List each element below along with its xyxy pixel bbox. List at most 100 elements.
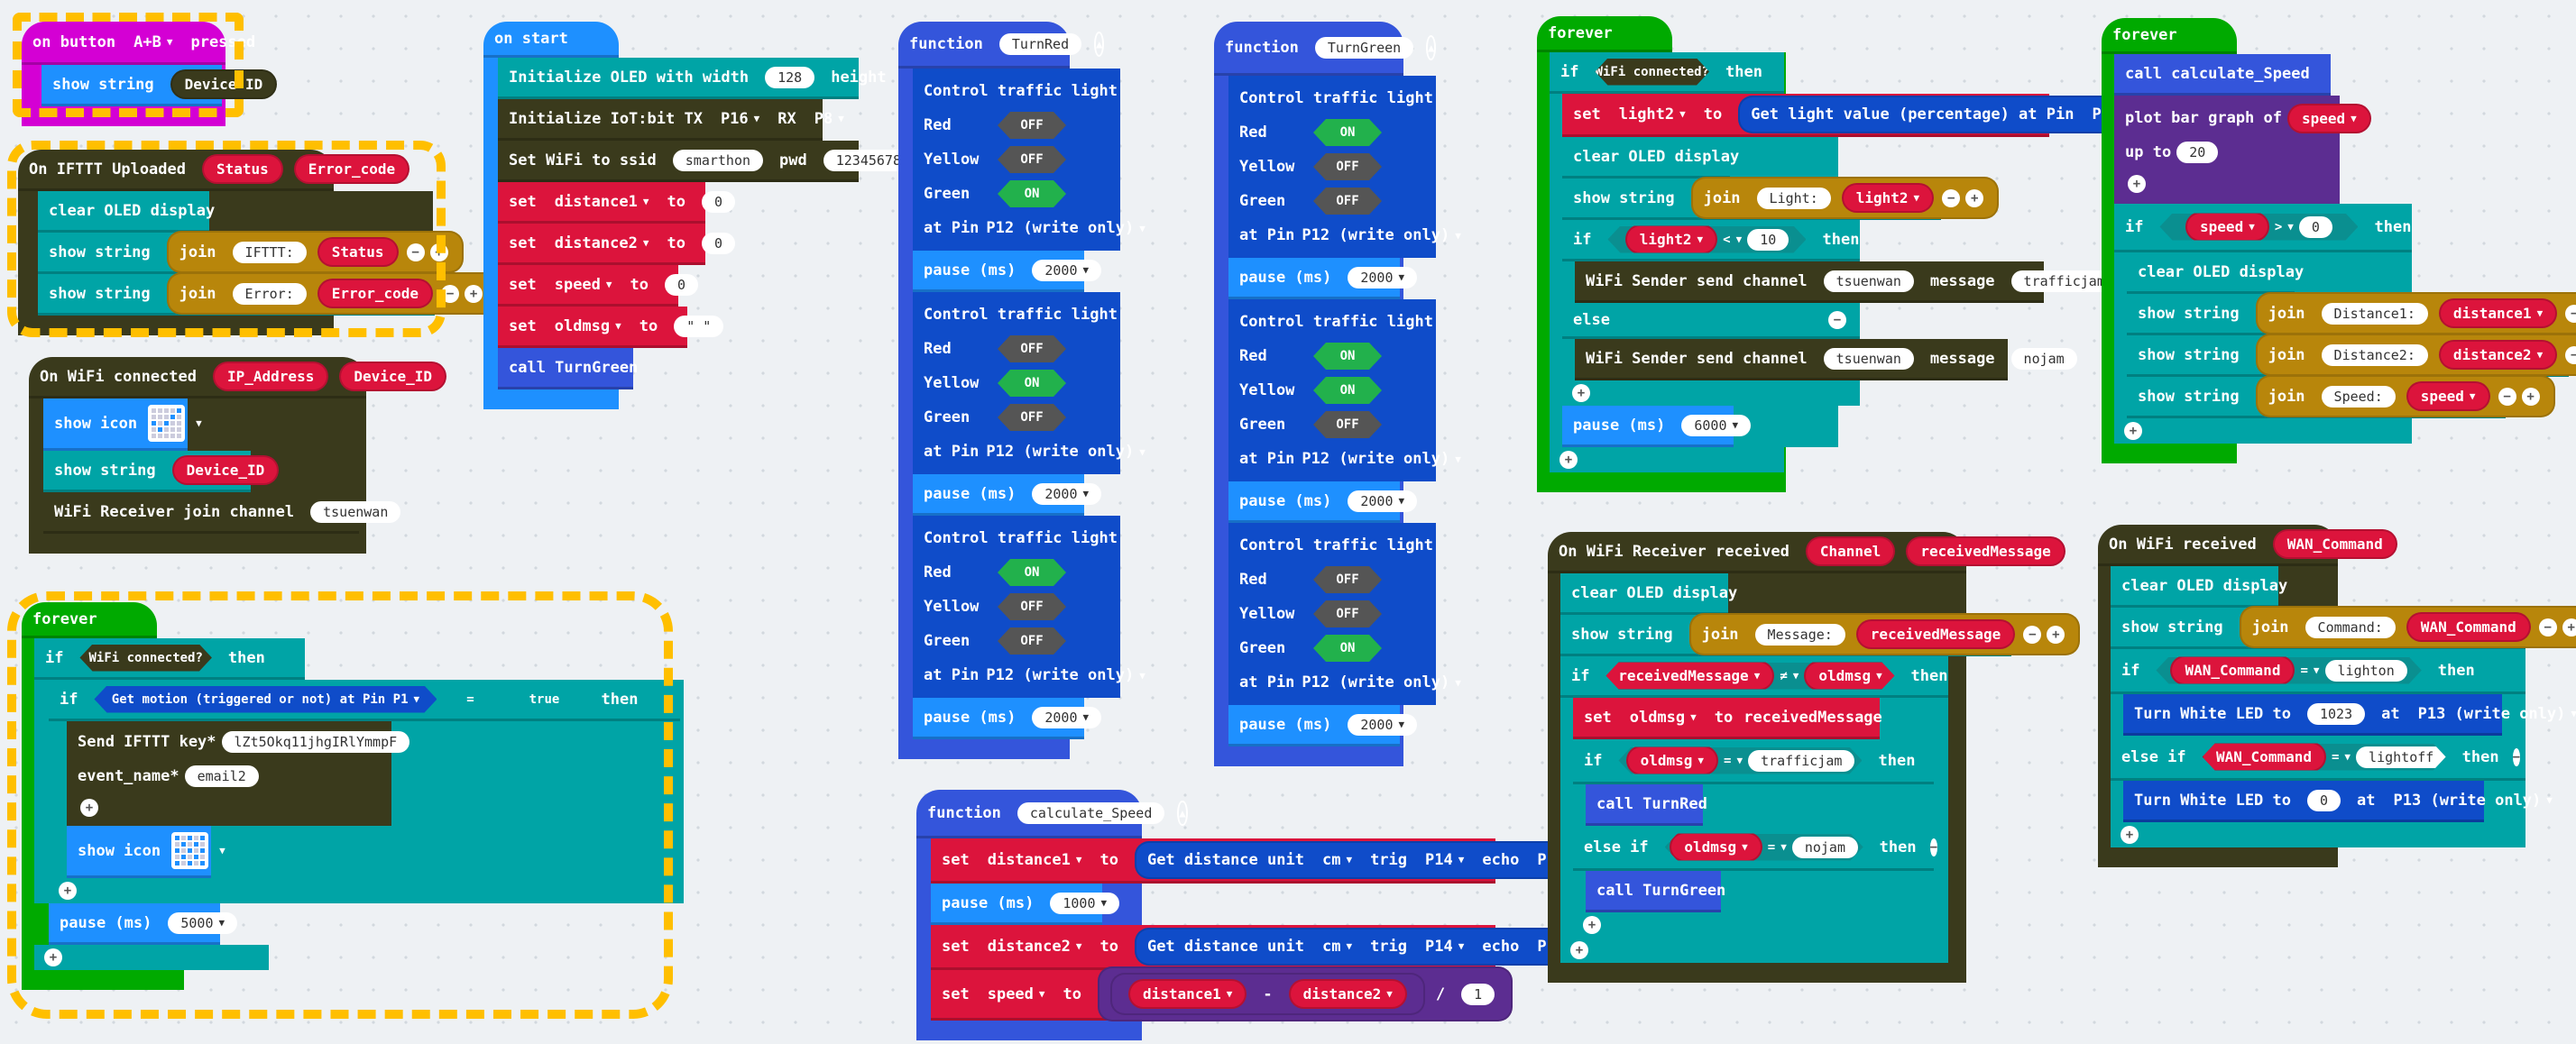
- plus-icon[interactable]: +: [2124, 422, 2142, 440]
- variable-dropdown[interactable]: distance2▼: [987, 937, 1082, 956]
- variable-dropdown[interactable]: distance2▼: [554, 234, 649, 252]
- distance1-text-input[interactable]: Distance1:: [2321, 302, 2428, 325]
- pause-block[interactable]: pause (ms)2000▼: [913, 474, 1102, 516]
- turn-led-on-block[interactable]: Turn White LED to 1023 at P13 (write onl…: [2123, 694, 2576, 736]
- wifi-connected-condition[interactable]: WiFi connected?: [1595, 59, 1709, 86]
- call-calculate-block[interactable]: call calculate_Speed: [2114, 54, 2331, 96]
- pause-block[interactable]: pause (ms)2000▼: [1228, 705, 1418, 746]
- received-message-variable[interactable]: receivedMessage: [1743, 708, 1882, 727]
- pin-dropdown[interactable]: P12 (write only)▼: [986, 443, 1145, 461]
- chevron-up-icon[interactable]: ▲: [1094, 31, 1105, 57]
- threshold-input[interactable]: 10: [1747, 229, 1789, 251]
- plus-icon[interactable]: +: [2521, 387, 2540, 406]
- greater-than-operator[interactable]: >: [2274, 219, 2283, 234]
- traffic-yellow-toggle[interactable]: OFF: [1313, 600, 1382, 627]
- error-text-input[interactable]: Error:: [232, 282, 307, 305]
- traffic-green-toggle[interactable]: OFF: [1313, 188, 1382, 215]
- set-oldmsg-block[interactable]: set oldmsg▼ to receivedMessage: [1573, 698, 1882, 739]
- device-id-reporter[interactable]: Device ID: [170, 69, 278, 99]
- equals-operator[interactable]: =: [1724, 753, 1732, 768]
- device-id-param[interactable]: Device_ID: [339, 362, 447, 391]
- plus-icon[interactable]: +: [59, 882, 77, 900]
- variable-dropdown[interactable]: distance1▼: [987, 850, 1082, 869]
- join-block[interactable]: join Command: WAN_Command −+: [2239, 606, 2576, 648]
- if-trafficjam-header[interactable]: if oldmsg▼ =▼ trafficjam then: [1573, 739, 1934, 784]
- set-wifi-block[interactable]: Set WiFi to ssid smarthon pwd 12345678: [498, 141, 914, 182]
- compare-condition[interactable]: oldmsg▼ =▼ trafficjam: [1618, 747, 1862, 774]
- variable-dropdown[interactable]: speed▼: [554, 275, 612, 294]
- pause-value-input[interactable]: 6000▼: [1681, 414, 1752, 436]
- wifi-connected-stack[interactable]: On WiFi connected IP_Address Device_ID s…: [29, 357, 447, 554]
- forever-speed-stack[interactable]: forever call calculate_Speed plot bar gr…: [2102, 18, 2576, 463]
- channel-input[interactable]: tsuenwan: [1823, 347, 1914, 370]
- turn-led-off-block[interactable]: Turn White LED to 0 at P13 (write only)▼: [2123, 781, 2553, 822]
- clear-oled-block[interactable]: clear OLED display: [2127, 252, 2304, 294]
- lightoff-input[interactable]: lightoff: [2356, 746, 2446, 768]
- show-string-message-block[interactable]: show string join Message: receivedMessag…: [1560, 613, 2081, 656]
- minus-block[interactable]: distance1▼ - distance2▼: [1110, 973, 1425, 1015]
- wifi-sender-nojam-block[interactable]: WiFi Sender send channel tsuenwan messag…: [1575, 339, 2077, 380]
- forever-hat[interactable]: forever: [2102, 18, 2237, 54]
- function-name-input[interactable]: calculate_Speed: [1017, 801, 1165, 824]
- tx-dropdown[interactable]: P16▼: [720, 109, 760, 128]
- pause-value-input[interactable]: 2000▼: [1032, 706, 1102, 728]
- command-text-input[interactable]: Command:: [2305, 616, 2396, 638]
- variable-dropdown[interactable]: distance1▼: [554, 192, 649, 211]
- join-block[interactable]: join Message: receivedMessage −+: [1688, 613, 2081, 655]
- equals-operator[interactable]: =: [1767, 839, 1776, 855]
- clear-oled-block[interactable]: clear OLED display: [1560, 573, 1737, 615]
- function-calculate-speed-stack[interactable]: function calculate_Speed ▲ set distance1…: [916, 790, 1596, 1040]
- else-row[interactable]: else −: [1562, 303, 1860, 339]
- join-block[interactable]: join Light: light2▼ −+: [1690, 177, 2000, 219]
- ifttt-key-input[interactable]: lZt5Okq11jhgIRlYmmpF: [221, 731, 410, 753]
- set-speed-block[interactable]: set speed▼ to distance1▼ - distance2▼ / …: [931, 966, 1513, 1021]
- show-command-block[interactable]: show string join Command: WAN_Command −+: [2111, 606, 2576, 649]
- channel-input[interactable]: tsuenwan: [1823, 270, 1914, 292]
- if-message-block[interactable]: if receivedMessage▼ ≠▼ oldmsg▼ then set …: [1560, 656, 1948, 963]
- clear-oled-block[interactable]: clear OLED display: [2111, 566, 2287, 608]
- if-light-block[interactable]: if light2▼ <▼ 10 then WiFi Sender send c…: [1562, 220, 2118, 406]
- equals-operator[interactable]: =: [2300, 663, 2308, 678]
- function-name-input[interactable]: TurnGreen: [1314, 36, 1414, 59]
- led-pattern-icon[interactable]: [171, 832, 209, 869]
- call-turngreen-block[interactable]: call TurnGreen: [498, 348, 638, 389]
- get-distance-block[interactable]: Get distance unit cm▼ trig P14▼ echo P15…: [1134, 927, 1596, 966]
- compare-condition[interactable]: WAN_Command =▼ lighton: [2156, 657, 2421, 684]
- light2-reporter[interactable]: light2▼: [1841, 183, 1935, 213]
- traffic-green-toggle[interactable]: ON: [1313, 635, 1382, 662]
- plus-icon[interactable]: +: [1583, 916, 1601, 934]
- wifi-connected-condition[interactable]: WiFi connected?: [79, 645, 211, 672]
- plus-icon[interactable]: +: [1965, 188, 1984, 207]
- show-distance2-block[interactable]: show string join Distance2: distance2▼ −…: [2127, 334, 2576, 377]
- divide-block[interactable]: distance1▼ - distance2▼ / 1: [1098, 966, 1513, 1021]
- channel-param[interactable]: Channel: [1805, 536, 1896, 566]
- set-distance1-block[interactable]: set distance1▼ to Get distance unit cm▼ …: [931, 838, 1596, 884]
- traffic-yellow-toggle[interactable]: ON: [998, 370, 1066, 397]
- else-if-header[interactable]: else if WAN_Command =▼ lightoff then −: [2111, 736, 2525, 781]
- equals-operator[interactable]: =: [2331, 749, 2340, 765]
- traffic-red-toggle[interactable]: ON: [1313, 343, 1382, 370]
- divide-operator[interactable]: /: [1435, 984, 1446, 1003]
- traffic-red-toggle[interactable]: ON: [1313, 119, 1382, 146]
- minus-icon[interactable]: −: [2512, 747, 2521, 766]
- light2-reporter[interactable]: light2▼: [1625, 224, 1717, 254]
- forever-hat[interactable]: forever: [1537, 16, 1672, 52]
- less-than-operator[interactable]: <: [1723, 232, 1731, 247]
- if-wifi-block[interactable]: if WiFi connected? then if Get motion (t…: [34, 638, 684, 970]
- join-block[interactable]: join Error: Error_code −+: [166, 272, 499, 315]
- variable-dropdown[interactable]: light2▼: [1618, 105, 1686, 124]
- pin-dropdown[interactable]: P12 (write only)▼: [986, 219, 1145, 237]
- divisor-input[interactable]: 1: [1461, 983, 1495, 1005]
- if-speed-block[interactable]: if speed▼ >▼ 0 then clear OLED display s…: [2114, 204, 2576, 444]
- minus-icon[interactable]: −: [1929, 838, 1938, 856]
- nojam-input[interactable]: nojam: [1792, 837, 1858, 858]
- value-input[interactable]: 0: [701, 232, 735, 254]
- distance2-text-input[interactable]: Distance2:: [2321, 343, 2428, 366]
- pin-dropdown[interactable]: P12 (write only)▼: [1302, 226, 1461, 244]
- pin-dropdown[interactable]: P13 (write only)▼: [2417, 704, 2576, 723]
- pin-dropdown[interactable]: P12 (write only)▼: [1302, 450, 1461, 468]
- chevron-up-icon[interactable]: ▲: [1426, 34, 1437, 60]
